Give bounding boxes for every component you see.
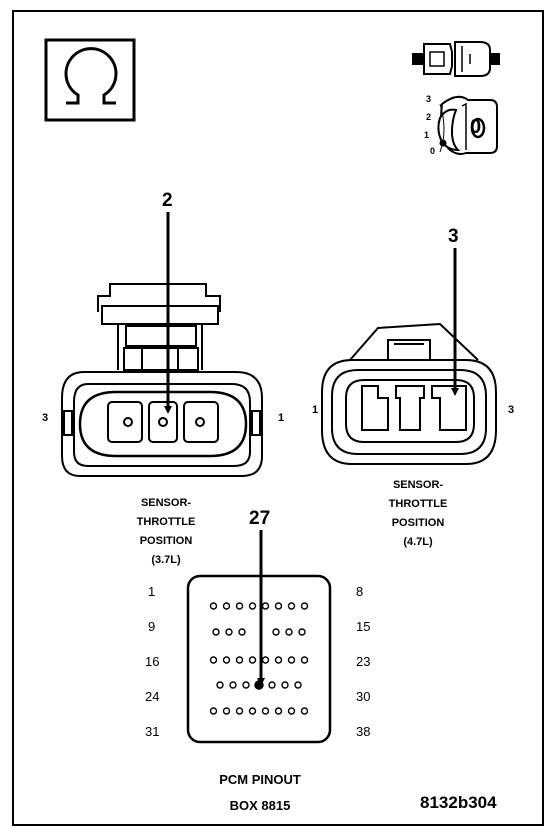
ignition-pos-3: 3 — [426, 94, 432, 104]
pcm-pin — [274, 656, 283, 664]
pcm-pin — [261, 656, 270, 664]
tps-47-caption-line: (4.7L) — [403, 536, 433, 548]
pcm-pin — [274, 707, 283, 715]
pcm-pin — [212, 628, 220, 636]
pcm-right-pin: 30 — [356, 689, 371, 704]
pcm-pinout-title: PCM PINOUT — [219, 772, 301, 787]
tps-37-caption-line: THROTTLE — [136, 516, 196, 528]
tps-37-caption-line: POSITION — [139, 535, 193, 547]
callout-arrows — [164, 212, 459, 686]
tps-37-left-pin: 3 — [42, 412, 49, 424]
pcm-pin — [222, 656, 231, 664]
pcm-right-pin: 8 — [356, 584, 364, 599]
ignition-pos-0: 0 — [430, 146, 436, 156]
connector-plug-icon — [412, 41, 500, 77]
ignition-key-label: 0 — [470, 116, 482, 138]
callout-tps-37-pin: 2 — [162, 190, 173, 211]
pcm-left-pin: 24 — [145, 689, 160, 704]
pcm-pin — [235, 602, 244, 610]
pcm-pin — [285, 628, 293, 636]
pcm-pin — [235, 707, 244, 715]
callout-pcm-pin: 27 — [249, 508, 271, 529]
pcm-pin — [242, 681, 250, 689]
pcm-pin — [281, 681, 289, 689]
tps-37-caption-line: (3.7L) — [151, 554, 181, 566]
pcm-pin — [225, 628, 233, 636]
figure-id: 8132b304 — [420, 793, 497, 812]
pcm-pin — [268, 681, 276, 689]
pcm-left-pin: 31 — [145, 724, 160, 739]
pcm-pin — [238, 628, 246, 636]
tps-47-caption-line: SENSOR- — [392, 479, 444, 491]
tps-47-connector — [321, 322, 497, 465]
ignition-key-icon — [437, 95, 498, 155]
tps-37-connector — [61, 283, 263, 477]
pcm-pin — [216, 681, 224, 689]
ignition-pos-1: 1 — [424, 130, 430, 140]
ignition-pos-2: 2 — [426, 112, 432, 122]
pcm-left-pin: 1 — [148, 584, 156, 599]
pcm-box-label: BOX 8815 — [229, 798, 291, 813]
pcm-pin — [222, 602, 231, 610]
pcm-pin — [248, 656, 257, 664]
pcm-pin — [287, 656, 296, 664]
pcm-pin — [248, 602, 257, 610]
tps-47-left-pin: 1 — [312, 404, 319, 416]
tps-47-caption: SENSOR- THROTTLE POSITION (4.7L) — [368, 476, 468, 552]
tps-37-caption-line: SENSOR- — [140, 497, 192, 509]
pcm-pin — [300, 656, 309, 664]
pcm-pin — [261, 602, 270, 610]
pcm-right-pin: 23 — [356, 654, 371, 669]
pcm-pin — [209, 602, 218, 610]
pcm-pin — [300, 602, 309, 610]
pcm-left-pin: 9 — [148, 619, 156, 634]
pcm-pin — [235, 656, 244, 664]
pcm-pin — [294, 681, 302, 689]
pcm-pin — [229, 681, 237, 689]
tps-47-right-pin: 3 — [508, 404, 515, 416]
pcm-right-pin: 15 — [356, 619, 371, 634]
pcm-right-pin: 38 — [356, 724, 371, 739]
pcm-pin — [248, 707, 257, 715]
pcm-pin — [300, 707, 309, 715]
tps-37-right-pin: 1 — [278, 412, 285, 424]
diagram-frame — [12, 10, 544, 826]
pcm-pin — [274, 602, 283, 610]
pcm-pin — [222, 707, 231, 715]
pcm-pin — [209, 707, 218, 715]
tps-47-caption-line: POSITION — [391, 517, 445, 529]
pcm-box — [186, 574, 332, 744]
tps-47-caption-line: THROTTLE — [388, 498, 448, 510]
pcm-pin — [298, 628, 306, 636]
ohm-symbol-icon — [44, 38, 136, 122]
pcm-pin — [287, 707, 296, 715]
pcm-pin — [209, 656, 218, 664]
pcm-pin-highlighted — [254, 680, 264, 690]
callout-tps-47-pin: 3 — [448, 226, 459, 247]
pcm-pin — [287, 602, 296, 610]
tps-37-caption: SENSOR- THROTTLE POSITION (3.7L) — [116, 494, 216, 570]
pcm-left-pin: 16 — [145, 654, 160, 669]
pcm-pin — [261, 707, 270, 715]
pcm-pin — [272, 628, 280, 636]
